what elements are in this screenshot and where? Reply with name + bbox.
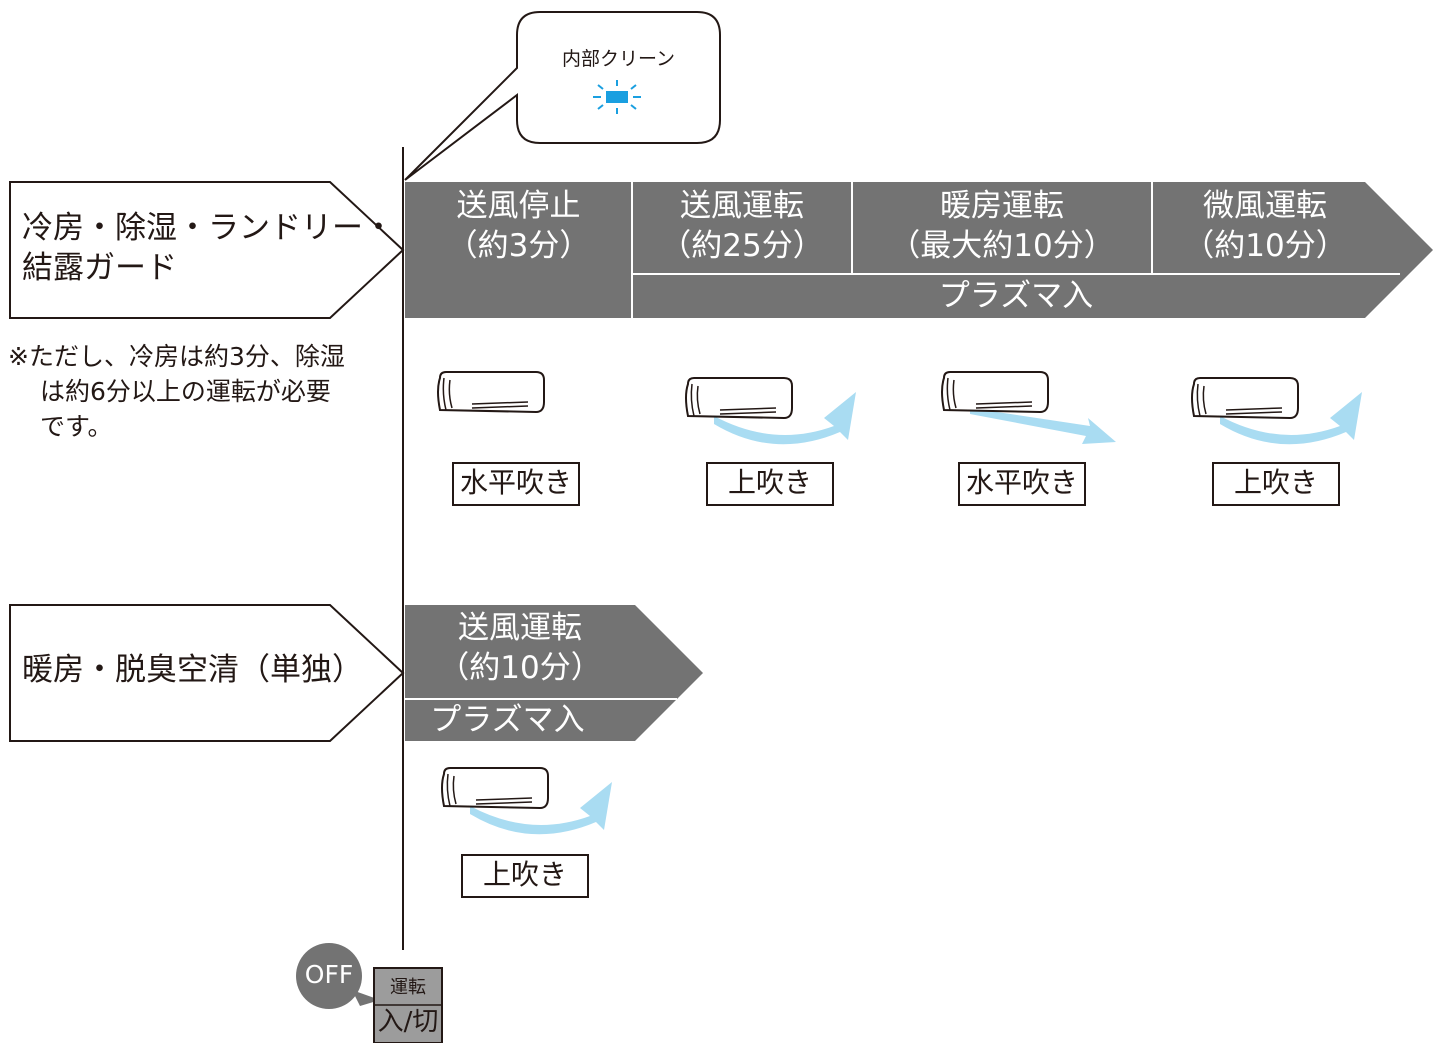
segment-dividers-1 [631,182,1400,318]
segment-2-name: 送風運転 [680,188,804,224]
segment-1-name: 送風停止 [456,188,581,224]
louver-label-3: 水平吹き [958,462,1086,506]
mode-label-2: 暖房・脱臭空清（単独） [22,652,363,688]
indicator-label: 内部クリーン [561,48,676,70]
lamp-icon [593,80,641,114]
ac-unit-5 [441,767,612,835]
louver-label-1: 水平吹き [452,462,580,506]
note-line-2: は約6分以上の運転が必要 [40,377,331,406]
off-label: OFF [304,960,354,989]
segment-5-name: 送風運転 [458,610,582,646]
ac-unit-2 [685,377,856,445]
plasma-label-1: プラズマ入 [938,278,1094,314]
louver-label-4: 上吹き [1212,462,1340,506]
louver-label-2: 上吹き [706,462,834,506]
segment-4-name: 微風運転 [1203,188,1327,224]
ac-unit-4 [1191,377,1362,445]
sequence-bar-2 [405,605,703,741]
segment-1-duration: （約3分） [446,228,591,264]
sequence-bar-1 [405,182,1433,318]
segment-2-duration: （約25分） [660,228,824,264]
segment-5-duration: （約10分） [438,650,602,686]
ac-unit-1 [437,371,545,413]
segment-3-name: 暖房運転 [940,188,1064,224]
mode-label-1-line1: 冷房・除湿・ランドリー・ [22,210,394,246]
note-line-3: です。 [40,412,113,441]
plasma-label-2: プラズマ入 [430,702,585,738]
ac-unit-3 [941,371,1116,444]
power-button-bottom-label: 入/切 [377,1007,439,1037]
indicator-bubble [404,11,721,181]
segment-3-duration: （最大約10分） [889,228,1115,264]
mode-label-1-line2: 結露ガード [22,250,177,286]
off-circle [296,943,362,1009]
mode-label-shape-1 [9,181,405,319]
louver-label-5: 上吹き [461,854,589,898]
power-button-top-label: 運転 [390,977,426,998]
mode-label-shape-2 [9,604,405,742]
segment-4-duration: （約10分） [1183,228,1347,264]
note-line-1: ※ただし、冷房は約3分、除湿 [8,342,345,371]
